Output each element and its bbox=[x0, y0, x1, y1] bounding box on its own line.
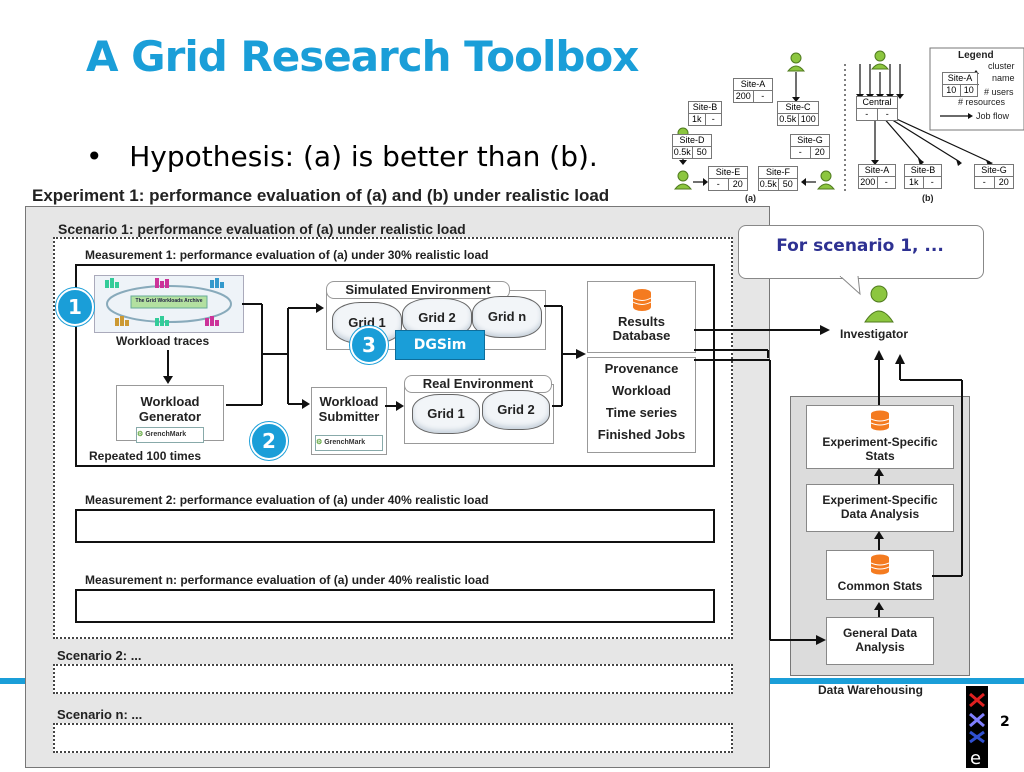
common-stats-label: Common Stats bbox=[837, 579, 923, 593]
step-1-badge: 1 bbox=[56, 288, 94, 326]
svg-text:e: e bbox=[970, 748, 981, 768]
real-grid-1-cloud: Grid 1 bbox=[412, 394, 480, 434]
callout-tail bbox=[839, 276, 861, 296]
topo-a-site-e: Site-E-20 bbox=[708, 166, 748, 191]
callout-text: For scenario 1, ... bbox=[776, 236, 944, 256]
db-item-time-series: Time series bbox=[605, 405, 678, 420]
legend-resources: # resources bbox=[958, 97, 1006, 107]
page-number: 2 bbox=[1000, 714, 1010, 730]
database-icon bbox=[870, 554, 890, 575]
results-line1: Results bbox=[618, 314, 665, 329]
database-icon bbox=[870, 410, 890, 431]
exp-analysis-box: Experiment-Specific Data Analysis bbox=[806, 484, 954, 532]
hypothesis-text: Hypothesis: (a) is better than (b). bbox=[129, 140, 598, 173]
legend-title: Legend bbox=[958, 50, 994, 61]
results-database-box: Results Database bbox=[587, 281, 696, 353]
exp-stats-line2: Stats bbox=[865, 449, 895, 463]
real-environment-label: Real Environment bbox=[404, 375, 552, 393]
measurement-n-box bbox=[75, 589, 715, 623]
logo-icon: e bbox=[966, 686, 988, 769]
grenchmark-logo-2: ⚙ GrenchMark bbox=[315, 435, 383, 451]
legend-users: # users bbox=[984, 87, 1014, 97]
dgsim-label: DGSim bbox=[395, 330, 485, 360]
legend-name: name bbox=[992, 73, 1015, 83]
measurement-2-box bbox=[75, 509, 715, 543]
archive-label: The Grid Workloads Archive bbox=[135, 298, 203, 304]
measurement-1-label: Measurement 1: performance evaluation of… bbox=[85, 248, 489, 262]
general-analysis-line1: General Data bbox=[842, 626, 918, 640]
grenchmark-logo-1: ⚙ GrenchMark bbox=[136, 427, 204, 443]
topo-b-central: Central-- bbox=[856, 96, 898, 121]
hypothesis-bullet: • Hypothesis: (a) is better than (b). bbox=[86, 140, 598, 173]
exp-analysis-line1: Experiment-Specific bbox=[822, 493, 938, 507]
slide-title: A Grid Research Toolbox bbox=[86, 32, 639, 81]
workload-submitter-line2: Submitter bbox=[318, 409, 380, 424]
scenario-1-label: Scenario 1: performance evaluation of (a… bbox=[58, 221, 466, 237]
topology-label-b: (b) bbox=[922, 193, 934, 203]
simulated-environment-label: Simulated Environment bbox=[326, 281, 510, 299]
workload-traces-label: Workload traces bbox=[116, 334, 210, 348]
common-stats-box: Common Stats bbox=[826, 550, 934, 600]
db-item-finished-jobs: Finished Jobs bbox=[597, 427, 686, 442]
exp-analysis-line2: Data Analysis bbox=[840, 507, 920, 521]
exp-stats-box: Experiment-Specific Stats bbox=[806, 405, 954, 469]
general-analysis-line2: Analysis bbox=[855, 640, 905, 654]
archive-icon bbox=[105, 278, 232, 326]
db-item-workload: Workload bbox=[612, 383, 671, 398]
legend-job-flow: Job flow bbox=[976, 111, 1010, 121]
exp-stats-line1: Experiment-Specific bbox=[822, 435, 938, 449]
experiment-title: Experiment 1: performance evaluation of … bbox=[32, 186, 610, 205]
workload-generator-line1: Workload bbox=[140, 394, 200, 409]
scenario-2-label: Scenario 2: ... bbox=[57, 648, 142, 663]
grid-workloads-archive: The Grid Workloads Archive bbox=[94, 275, 244, 333]
results-contents-box: Provenance Workload Time series Finished… bbox=[587, 357, 696, 453]
measurement-2-label: Measurement 2: performance evaluation of… bbox=[85, 493, 489, 507]
database-icon bbox=[632, 289, 651, 311]
topo-b-site-g: Site-G-20 bbox=[974, 164, 1014, 189]
step-3-badge: 3 bbox=[350, 326, 388, 364]
data-warehousing-label: Data Warehousing bbox=[818, 683, 923, 697]
legend-cluster: cluster bbox=[988, 61, 1015, 71]
repeated-label: Repeated 100 times bbox=[89, 449, 202, 463]
callout-bubble bbox=[738, 225, 984, 279]
investigator-label: Investigator bbox=[840, 327, 909, 341]
investigator-icon bbox=[864, 285, 894, 323]
workload-generator-line2: Generator bbox=[138, 409, 202, 424]
results-line2: Database bbox=[612, 328, 671, 343]
scenario-2-box bbox=[53, 664, 733, 694]
general-analysis-box: General Data Analysis bbox=[826, 617, 934, 665]
topology-label-a: (a) bbox=[745, 193, 756, 203]
real-grid-2-cloud: Grid 2 bbox=[482, 390, 550, 430]
scenario-n-box bbox=[53, 723, 733, 753]
step-2-badge: 2 bbox=[250, 422, 288, 460]
workload-submitter-line1: Workload bbox=[319, 394, 379, 409]
measurement-n-label: Measurement n: performance evaluation of… bbox=[85, 573, 490, 587]
topo-a-site-g: Site-G-20 bbox=[790, 134, 830, 159]
scenario-n-label: Scenario n: ... bbox=[57, 707, 143, 722]
db-item-provenance: Provenance bbox=[604, 361, 679, 376]
